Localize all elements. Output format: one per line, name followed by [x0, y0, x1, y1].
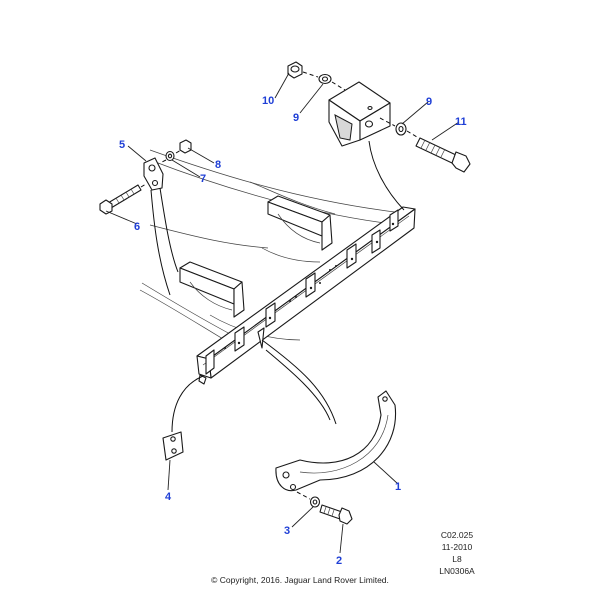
callout-7: 7	[200, 173, 207, 185]
bolt-item-11	[415, 137, 471, 173]
cradle-upper	[267, 195, 333, 251]
assembly-line-lower	[296, 491, 311, 500]
assembly-line-left	[161, 149, 182, 163]
callout-3: 3	[284, 525, 291, 537]
diagram-code: C02.025	[440, 530, 474, 540]
strap-item-1	[275, 390, 397, 492]
callout-8: 8	[215, 159, 222, 171]
nut-item-8	[179, 139, 192, 154]
diagram-date: 11-2010	[441, 542, 473, 552]
vehicle-body-outline	[139, 149, 396, 343]
callout-leaders	[105, 72, 460, 554]
callout-4: 4	[165, 491, 172, 503]
assembly-line-upper	[302, 71, 418, 138]
diagram-reference: LN0306A	[439, 566, 475, 576]
callout-11: 11	[455, 116, 467, 128]
crossmember-brackets	[205, 209, 399, 375]
callout-9-right: 9	[426, 96, 433, 108]
cradle-lower	[179, 261, 245, 318]
bracket-item-4	[162, 431, 184, 461]
diagram-model: L8	[452, 554, 462, 564]
nut-item-10	[287, 61, 303, 79]
crossmember-holes	[224, 222, 395, 349]
bolt-item-2	[319, 504, 353, 525]
washer-item-7	[165, 150, 175, 162]
callout-5: 5	[119, 139, 126, 151]
bolt-item-6	[99, 184, 142, 215]
washer-item-9-upper	[318, 73, 332, 85]
connector-curves	[150, 140, 405, 433]
callout-6: 6	[134, 221, 141, 233]
callout-9-upper: 9	[293, 112, 300, 124]
washer-item-3	[309, 496, 321, 508]
washer-item-9-right	[395, 122, 407, 136]
assembly-line-bolt-6	[140, 183, 147, 188]
callout-2: 2	[336, 555, 343, 567]
callout-10: 10	[262, 95, 275, 107]
callout-1: 1	[395, 481, 402, 493]
copyright-notice: © Copyright, 2016. Jaguar Land Rover Lim…	[211, 575, 389, 585]
rubber-mount-block	[328, 81, 391, 147]
bracket-plate-item-5	[143, 157, 164, 191]
crossmember	[196, 206, 416, 385]
